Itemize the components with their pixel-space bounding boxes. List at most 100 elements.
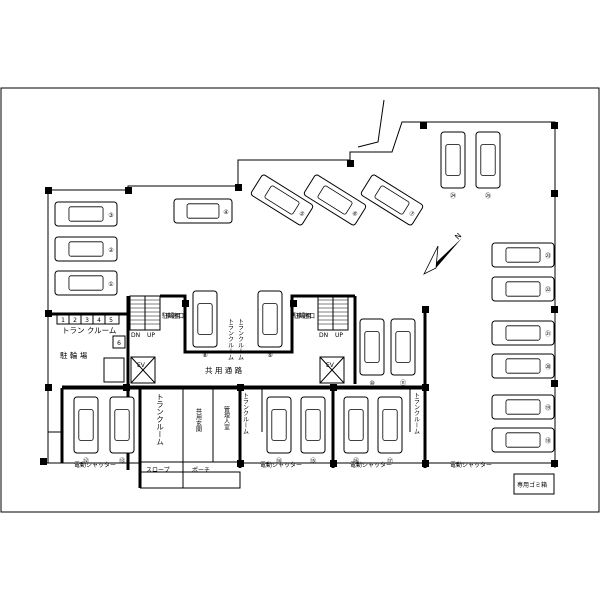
- parking-space-number: ⑳: [545, 363, 551, 371]
- parking-space-6: ⑥: [303, 174, 367, 226]
- parking-space-number: ⑯: [353, 457, 359, 465]
- car-roof: [317, 185, 353, 215]
- parking-space-24: ㉔: [440, 131, 466, 200]
- parking-space-number: ⑦: [407, 210, 416, 219]
- tran-number-1: 1: [61, 317, 65, 324]
- car-roof: [480, 144, 496, 176]
- tran-room-grid: [56, 313, 126, 383]
- shutter-label-1: 電動シャッター: [74, 461, 116, 469]
- tran-number-5: 5: [109, 317, 113, 324]
- parking-space-number: ⑲: [545, 404, 551, 412]
- car-roof: [68, 206, 104, 222]
- manager-room-label: 管理人室: [223, 405, 230, 430]
- north-arrow-icon: [423, 238, 462, 275]
- parking-space-number: ⑨: [267, 352, 272, 359]
- porch-label: ポーチ: [192, 466, 210, 474]
- car-roof: [271, 409, 287, 441]
- tran-small-1: トランクルーム: [242, 392, 249, 434]
- parking-space-number: ⑩: [369, 380, 374, 387]
- parking-entrance-right: 駐車場適用口: [293, 312, 315, 320]
- parking-space-number: ⑱: [545, 437, 551, 445]
- car-roof: [348, 409, 364, 441]
- tranroom-label-h: トラン クルーム: [62, 326, 116, 335]
- up-label-right: UP: [335, 332, 343, 339]
- car-roof: [505, 247, 541, 263]
- parking-space-19: ⑲: [491, 394, 555, 420]
- bicycle-parking-label: 駐 輪 場: [60, 350, 88, 360]
- car-roof: [197, 303, 213, 335]
- parking-space-5: ⑤: [250, 174, 314, 226]
- car-roof: [374, 185, 410, 215]
- parking-space-number: ⑫: [83, 457, 89, 465]
- shutter-label-3: 電動シャッター: [350, 461, 392, 469]
- inner-walls: [48, 294, 427, 489]
- parking-space-number: ⑥: [350, 210, 358, 219]
- stairs-left: [129, 295, 161, 331]
- parking-space-number: ⑪: [400, 379, 406, 387]
- shutter-label-2: 電動シャッター: [260, 461, 302, 469]
- parking-space-number: ⑤: [297, 210, 305, 219]
- parking-space-9: ⑨: [257, 290, 283, 359]
- tran-number-6: 6: [117, 340, 121, 347]
- parking-space-number: ⑭: [276, 457, 282, 465]
- car-roof: [505, 432, 541, 448]
- car-roof: [505, 281, 541, 297]
- parking-space-number: ⑮: [310, 457, 316, 465]
- parking-space-15: ⑮: [300, 396, 326, 465]
- parking-space-number: ㉑: [545, 330, 551, 338]
- parking-space-11: ⑪: [390, 318, 416, 387]
- car-roof: [382, 409, 398, 441]
- parking-space-4: ④: [173, 198, 233, 224]
- up-label-left: UP: [147, 332, 155, 339]
- garbage-box: [513, 473, 555, 495]
- dn-label-right: DN: [319, 332, 328, 339]
- parking-space-23: ㉓: [491, 242, 555, 268]
- tran-small-4: トランクルーム: [237, 318, 244, 360]
- parking-space-20: ⑳: [491, 353, 555, 379]
- north-label: N: [453, 231, 463, 241]
- tran-number-4: 4: [97, 317, 101, 324]
- parking-space-17: ⑰: [377, 396, 403, 465]
- garbage-label: 専用ゴミ箱: [517, 481, 547, 489]
- frame-border: [0, 87, 600, 513]
- slope-label: スロープ: [146, 467, 170, 474]
- stairs-right: [317, 295, 349, 331]
- ev-label-left: EV: [137, 362, 146, 369]
- parking-space-number: ㉕: [485, 192, 491, 200]
- car-roof: [114, 409, 130, 441]
- parking-space-number: ③: [108, 212, 113, 219]
- tranroom-label-v: トランクルーム: [155, 393, 164, 446]
- car-roof: [505, 325, 541, 341]
- parking-space-number: ⑬: [119, 457, 125, 465]
- tran-small-3: トランクルーム: [227, 318, 234, 360]
- car-roof: [68, 275, 104, 291]
- parking-space-10: ⑩: [359, 318, 385, 387]
- parking-space-number: ⑰: [387, 457, 393, 465]
- common-entrance-label: 共用玄関: [195, 407, 202, 433]
- parking-space-number: ④: [223, 209, 228, 216]
- shutter-label-4: 電動シャッター: [450, 461, 492, 469]
- parking-space-1: ①: [54, 270, 118, 296]
- parking-space-number: ⑧: [202, 352, 207, 359]
- parking-space-16: ⑯: [343, 396, 369, 465]
- car-roof: [445, 144, 461, 176]
- parking-space-number: ②: [108, 247, 114, 254]
- parking-space-21: ㉑: [491, 320, 555, 346]
- parking-space-14: ⑭: [266, 396, 292, 465]
- car-roof: [78, 409, 94, 441]
- ev-label-right: EV: [326, 362, 335, 369]
- elevator-left: [130, 356, 156, 384]
- parking-space-number: ㉓: [545, 252, 551, 260]
- car-roof: [505, 399, 541, 415]
- tran-small-2: トランクルーム: [413, 392, 420, 434]
- parking-space-3: ③: [54, 201, 118, 227]
- parking-space-7: ⑦: [360, 174, 424, 226]
- car-roof: [395, 331, 411, 363]
- tran-number-2: 2: [73, 317, 77, 324]
- parking-space-25: ㉕: [475, 131, 501, 200]
- parking-space-22: ㉒: [491, 276, 555, 302]
- car-roof: [305, 409, 321, 441]
- car-roof: [262, 303, 278, 335]
